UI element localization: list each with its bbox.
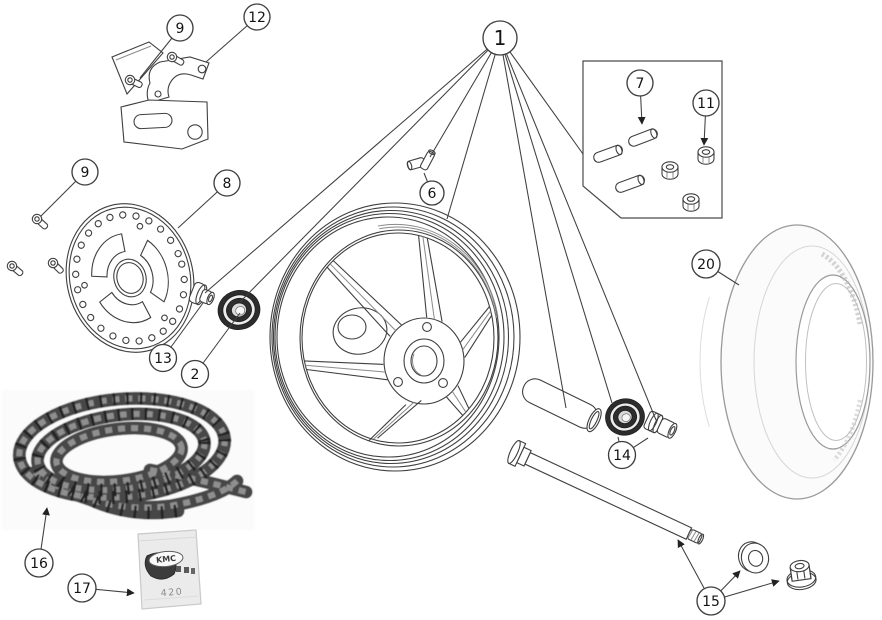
callout-14-label: 14 [613, 448, 631, 464]
tire-sidewall-lettering [820, 251, 863, 325]
drive-chain-photo [2, 390, 254, 530]
callout-6[interactable]: 6 [419, 180, 445, 206]
callout-6-label: 6 [428, 186, 437, 202]
axle-washer [737, 541, 770, 574]
callout-12[interactable]: 12 [243, 3, 271, 31]
hex-nut [661, 161, 679, 180]
callout-14[interactable]: 14 [607, 440, 637, 470]
axle-flange-nut [786, 559, 817, 591]
callout-11[interactable]: 11 [692, 89, 720, 117]
chain-adjuster-bushing [643, 410, 678, 439]
callout-1-label: 1 [494, 26, 507, 50]
callout-9a-label: 9 [176, 21, 185, 37]
callout-15-label: 15 [702, 594, 720, 610]
caliper-bracket [111, 41, 210, 150]
master-link-bag: KMC 420 [137, 529, 202, 610]
callout-11-label: 11 [697, 96, 715, 112]
callout-15[interactable]: 15 [696, 586, 726, 616]
callout-20-label: 20 [697, 257, 715, 273]
rear-axle-bolt [507, 439, 705, 545]
callout-17-label: 17 [73, 581, 91, 597]
callout-13-label: 13 [154, 351, 172, 367]
spokes [304, 235, 493, 441]
callout-2[interactable]: 2 [180, 359, 210, 389]
tire [699, 224, 874, 500]
hex-nut [682, 193, 700, 212]
callout-1[interactable]: 1 [482, 20, 518, 56]
cush-drive-drum [332, 307, 388, 355]
rear-wheel [269, 202, 521, 472]
hex-nut [697, 146, 715, 165]
kmc-logo-oval [148, 550, 184, 568]
callout-7-label: 7 [636, 76, 645, 92]
callout-20[interactable]: 20 [691, 249, 721, 279]
callout-8-label: 8 [223, 176, 232, 192]
disc-bolt [45, 255, 67, 277]
callout-8[interactable]: 8 [213, 169, 241, 197]
brake-disc [65, 203, 195, 353]
hardware-box [582, 60, 723, 219]
hub-bore [393, 322, 448, 388]
callout-16-label: 16 [30, 556, 48, 572]
callout-9-disc[interactable]: 9 [71, 158, 99, 186]
callout-2-label: 2 [191, 367, 200, 383]
disc-bolt [4, 258, 26, 279]
hub-spacer-left [188, 281, 215, 306]
axle-spacer-tube [522, 378, 602, 433]
callout-12-label: 12 [248, 10, 266, 26]
callout-7[interactable]: 7 [626, 69, 654, 97]
bag-part-code: 420 [160, 586, 184, 599]
kmc-logo-text: KMC [156, 554, 177, 565]
callout-13[interactable]: 13 [148, 343, 178, 373]
wheel-bearing-right [601, 394, 649, 440]
callout-17[interactable]: 17 [67, 573, 97, 603]
callout-1-leaders [204, 37, 657, 421]
callout-9b-label: 9 [81, 165, 90, 181]
callout-16[interactable]: 16 [24, 548, 54, 578]
disc-bolt [29, 211, 51, 232]
valve-stem [406, 149, 436, 171]
wheel-bearing-left [213, 285, 265, 335]
callout-9-bracket[interactable]: 9 [166, 14, 194, 42]
